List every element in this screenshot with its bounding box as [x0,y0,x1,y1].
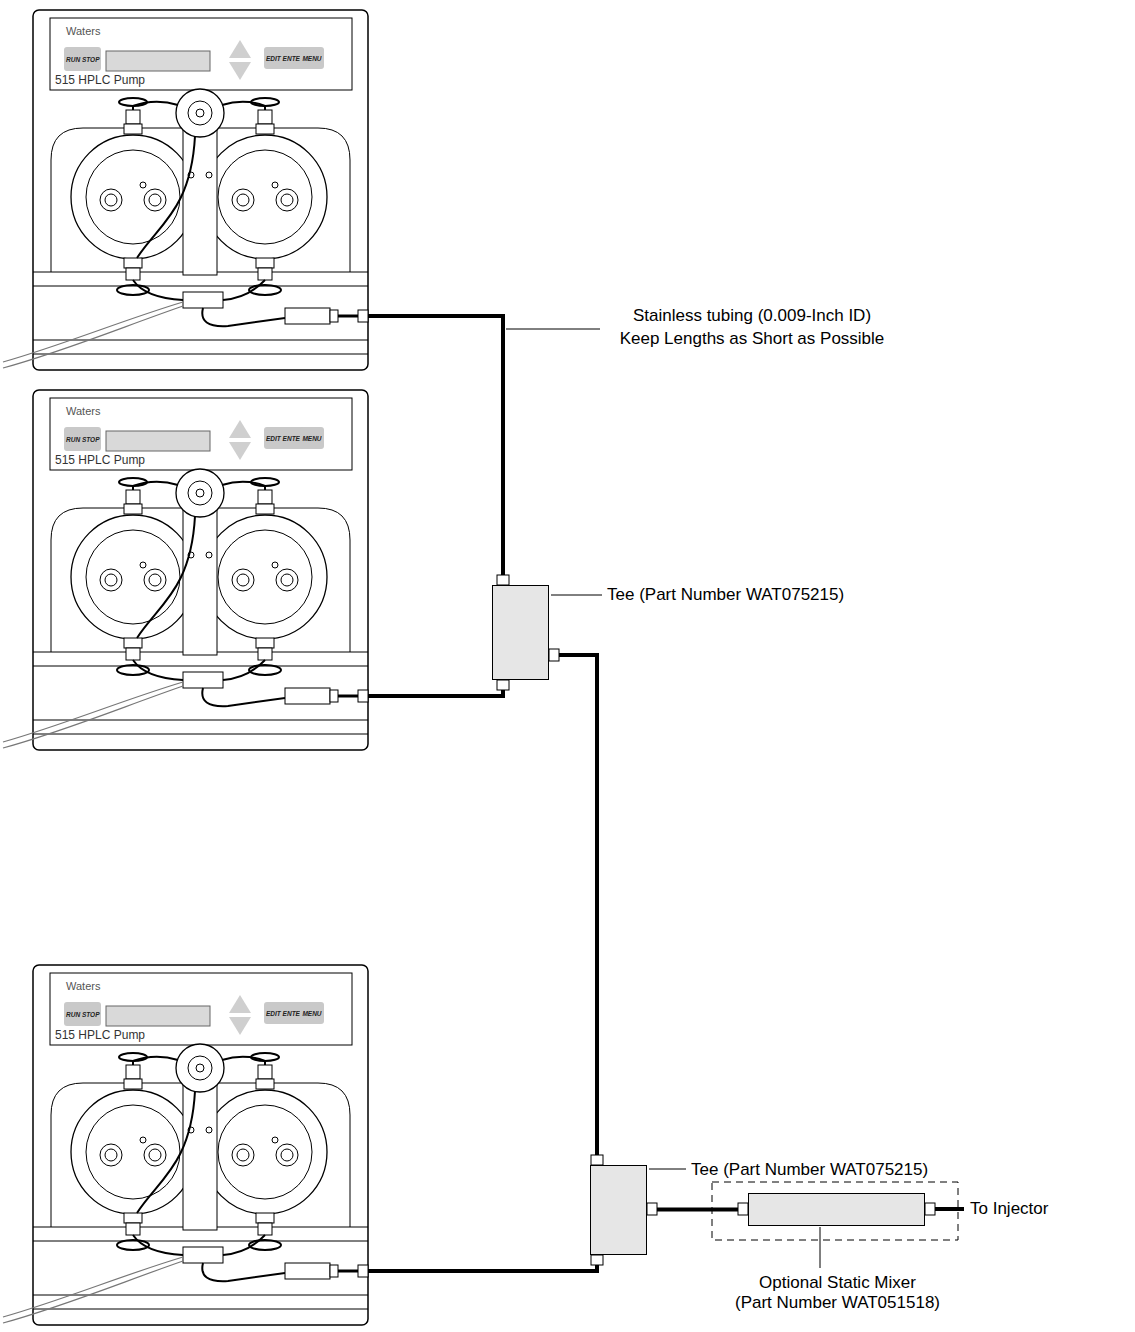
outlet-tubing [935,1207,964,1211]
button-label: EDIT ENTER [266,1010,305,1017]
pump-unit: Waters 515 HPLC Pump RUN STOP EDIT ENTERMEN… [33,390,368,750]
nut [549,649,559,661]
nut [591,1255,603,1265]
pump-drawing [3,965,368,1325]
leader-line [649,1169,686,1170]
tubing-line [647,1208,748,1212]
button-label: EDIT ENTER [266,435,305,442]
nut [497,680,509,690]
button-label: RUN STOP [66,56,99,63]
button-label: MENU [302,55,321,62]
note-label: Stainless tubing (0.009-Inch ID) [633,306,871,326]
node-label: 515 HPLC Pump [55,73,145,88]
button-label: RUN STOP [66,436,99,443]
button-label: MENU [302,1010,321,1017]
nut [647,1203,657,1215]
panel-button: RUN STOP [64,47,101,71]
note-label: Keep Lengths as Short as Possible [620,329,885,349]
nut [497,575,509,585]
node-label: Optional Static Mixer [759,1273,916,1293]
nut [925,1203,935,1215]
leader-line [551,595,602,596]
node-label: 515 HPLC Pump [55,1028,145,1043]
button-label: MENU [302,435,321,442]
note-label: To Injector [970,1199,1048,1219]
node-label: 515 HPLC Pump [55,453,145,468]
node-label: Tee (Part Number WAT075215) [607,585,844,605]
tubing-line [549,655,597,1165]
node-label: Waters [66,24,100,38]
pump-drawing [3,10,368,370]
static-mixer: Optional Static Mixer(Part Number WAT051… [748,1193,925,1226]
tee-fitting: Tee (Part Number WAT075215) [590,1165,647,1255]
tee-fitting: Tee (Part Number WAT075215) [492,585,549,680]
optional-bracket [712,1182,958,1240]
leader-line [506,329,600,330]
panel-button: RUN STOP [64,427,101,451]
tubing-line [368,1255,597,1271]
panel-button: RUN STOP [64,1002,101,1026]
pump-unit: Waters 515 HPLC Pump RUN STOP EDIT ENTERMEN… [33,965,368,1325]
panel-button: MENU [300,1002,324,1024]
pump-unit: Waters 515 HPLC Pump RUN STOP EDIT ENTERMEN… [33,10,368,370]
node-label: (Part Number WAT051518) [735,1293,940,1313]
tubing-line [368,316,503,585]
tubing-line [368,680,503,696]
button-label: EDIT ENTER [266,55,305,62]
button-label: RUN STOP [66,1011,99,1018]
leader-line [820,1227,821,1268]
nut [591,1155,603,1165]
node-label: Waters [66,404,100,418]
node-label: Tee (Part Number WAT075215) [691,1160,928,1180]
pump-drawing [3,390,368,750]
panel-button: MENU [300,427,324,449]
panel-button: MENU [300,47,324,69]
node-label: Waters [66,979,100,993]
nut [738,1203,748,1215]
